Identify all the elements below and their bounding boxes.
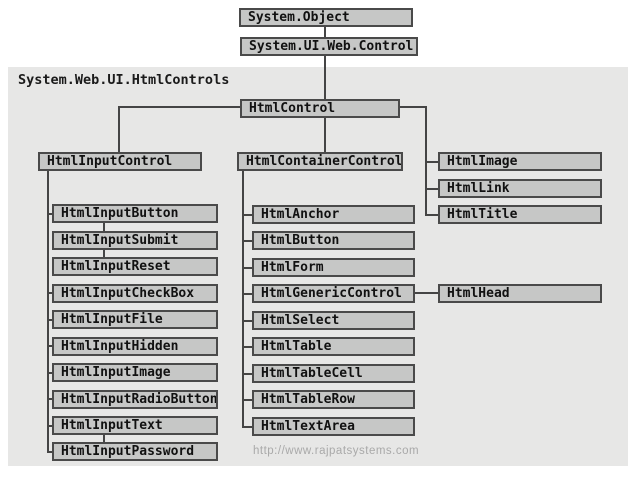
node-htmlbutton: HtmlButton [252, 231, 415, 250]
node-htmlanchor: HtmlAnchor [252, 205, 415, 224]
node-htmlcontainercontrol: HtmlContainerControl [237, 152, 403, 171]
connector-line [242, 320, 253, 322]
connector-line [47, 398, 54, 400]
node-htmltable: HtmlTable [252, 337, 415, 356]
connector-line [242, 426, 253, 428]
node-htmlinputtext: HtmlInputText [52, 416, 218, 435]
connector-line [242, 240, 253, 242]
node-htmllink: HtmlLink [438, 179, 602, 198]
connector-line [47, 372, 54, 374]
connector-line [47, 213, 54, 215]
connector-line [324, 55, 326, 100]
node-htmlinputcontrol: HtmlInputControl [38, 152, 202, 171]
node-htmlinputcheckbox: HtmlInputCheckBox [52, 284, 218, 303]
node-system-ui-web-control: System.UI.Web.Control [240, 37, 418, 56]
connector-line [47, 319, 54, 321]
connector-line [47, 170, 49, 453]
node-system-object: System.Object [239, 8, 413, 27]
node-htmlinputfile: HtmlInputFile [52, 310, 218, 329]
node-htmlinputpassword: HtmlInputPassword [52, 442, 218, 461]
node-htmltablerow: HtmlTableRow [252, 390, 415, 409]
node-htmltextarea: HtmlTextArea [252, 417, 415, 436]
connector-line [103, 434, 105, 443]
connector-line [242, 293, 253, 295]
connector-line [118, 106, 120, 153]
node-htmlinputsubmit: HtmlInputSubmit [52, 231, 218, 250]
node-htmlimage: HtmlImage [438, 152, 602, 171]
connector-line [242, 373, 253, 375]
node-htmlinputbutton: HtmlInputButton [52, 204, 218, 223]
connector-line [47, 425, 54, 427]
connector-line [242, 170, 244, 428]
node-htmlinputimage: HtmlInputImage [52, 363, 218, 382]
node-htmlhead: HtmlHead [438, 284, 602, 303]
connector-line [324, 117, 326, 153]
connector-line [399, 106, 427, 108]
connector-line [425, 161, 438, 163]
node-htmlgenericcontrol: HtmlGenericControl [252, 284, 415, 303]
node-htmlinputreset: HtmlInputReset [52, 257, 218, 276]
connector-line [242, 346, 253, 348]
connector-line [47, 292, 54, 294]
connector-line [425, 214, 438, 216]
connector-line [47, 345, 54, 347]
connector-line [118, 106, 242, 108]
node-htmlform: HtmlForm [252, 258, 415, 277]
connector-line [103, 249, 105, 258]
connector-line [425, 188, 438, 190]
watermark-url: http://www.rajpatsystems.com [253, 445, 420, 457]
node-htmlinputhidden: HtmlInputHidden [52, 337, 218, 356]
node-htmlcontrol: HtmlControl [240, 99, 400, 118]
namespace-title: System.Web.UI.HtmlControls [18, 72, 230, 88]
node-htmlinputradiobutton: HtmlInputRadioButton [52, 390, 218, 409]
connector-line [413, 292, 438, 294]
node-htmltablecell: HtmlTableCell [252, 364, 415, 383]
connector-line [324, 26, 326, 38]
node-htmltitle: HtmlTitle [438, 205, 602, 224]
connector-line [103, 222, 105, 232]
connector-line [242, 399, 253, 401]
node-htmlselect: HtmlSelect [252, 311, 415, 330]
connector-line [242, 267, 253, 269]
connector-line [242, 214, 253, 216]
connector-line [47, 451, 54, 453]
